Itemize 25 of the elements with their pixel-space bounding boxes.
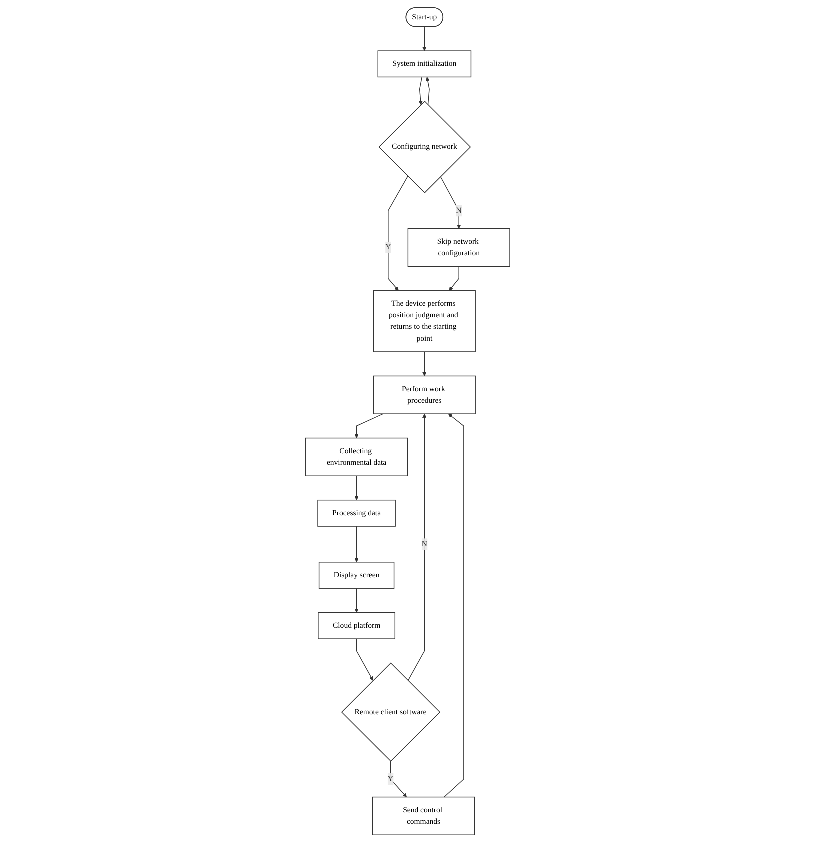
arrow [356, 638, 373, 681]
arrow [407, 414, 426, 682]
arrow [444, 414, 464, 798]
arrow [354, 476, 358, 501]
arrow [354, 414, 384, 438]
node-box [372, 376, 476, 414]
arrow [425, 77, 430, 106]
arrow [354, 588, 358, 614]
arrow [448, 266, 459, 292]
node-box [377, 50, 472, 78]
node-box [318, 612, 396, 640]
node-box [372, 796, 475, 836]
node-box [317, 500, 396, 527]
node-box [305, 438, 408, 476]
node-diamond [378, 100, 471, 194]
arrow [422, 352, 426, 376]
node-box [318, 562, 394, 589]
arrow [388, 176, 408, 292]
node-diamond [340, 662, 440, 762]
arrow [422, 26, 426, 52]
node-box [372, 290, 476, 352]
arrow [440, 176, 461, 229]
node-box [407, 228, 510, 267]
arrow [354, 526, 358, 563]
arrow [418, 76, 422, 106]
